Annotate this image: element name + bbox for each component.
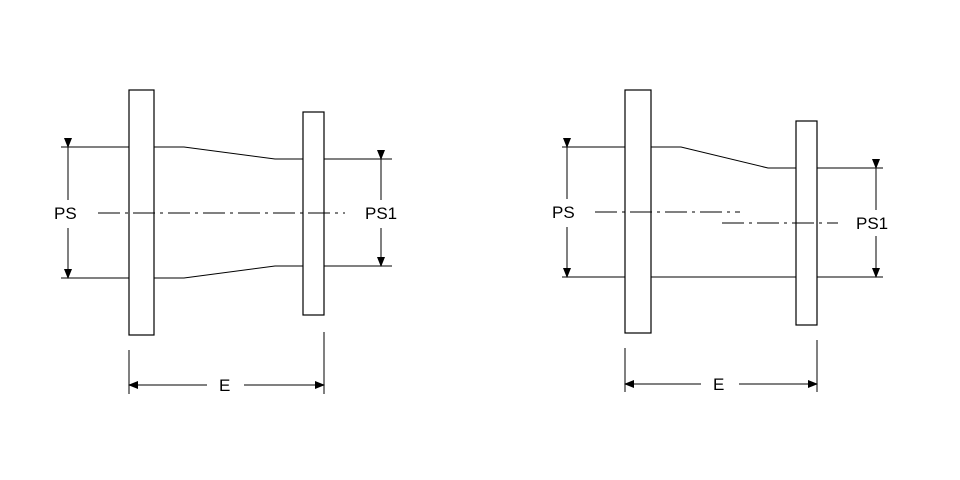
- ps-label: PS: [54, 204, 77, 223]
- ps1-dimension: PS1: [856, 159, 888, 278]
- ps-label: PS: [552, 203, 575, 222]
- e-label: E: [713, 375, 724, 394]
- ps1-label: PS1: [365, 204, 397, 223]
- concentric-reducer-diagram: PS PS1 E: [54, 89, 397, 395]
- ps1-dimension: PS1: [365, 150, 397, 267]
- e-label: E: [219, 376, 230, 395]
- e-dimension: E: [128, 332, 325, 395]
- ps-dimension: PS: [54, 138, 77, 279]
- ps1-label: PS1: [856, 214, 888, 233]
- e-dimension: E: [624, 340, 818, 394]
- ps-dimension: PS: [552, 138, 575, 278]
- eccentric-reducer-diagram: PS PS1 E: [552, 89, 888, 394]
